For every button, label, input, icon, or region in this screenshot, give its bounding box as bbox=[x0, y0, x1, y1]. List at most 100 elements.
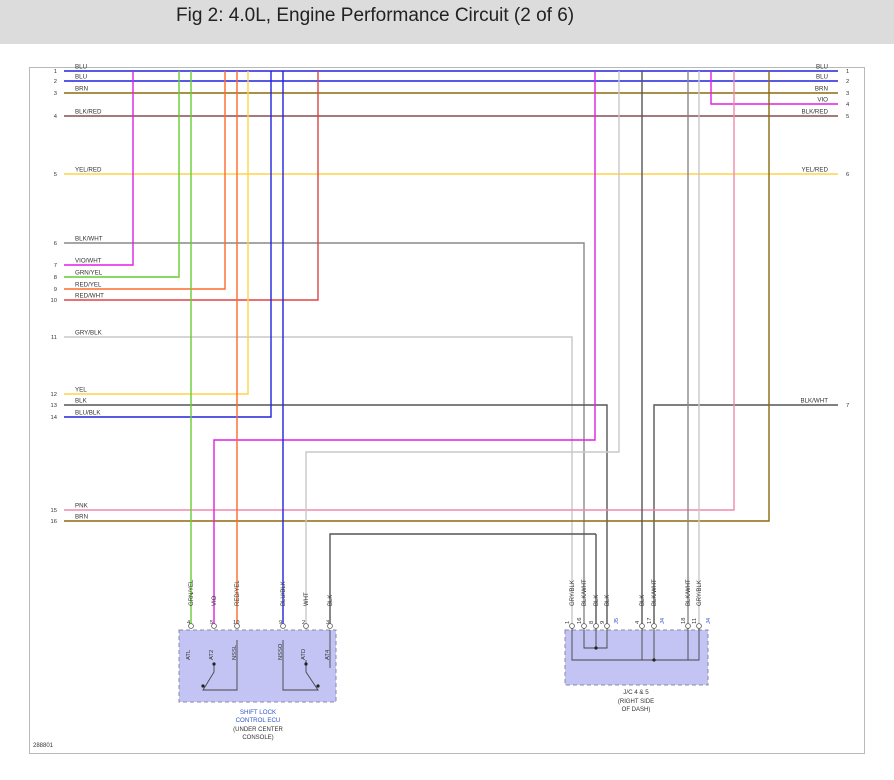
right-wire-number: 7 bbox=[846, 403, 849, 409]
connector-pin bbox=[327, 623, 333, 629]
jc-pin-wire-label: BLK/WHT bbox=[652, 579, 658, 606]
left-wire-number: 4 bbox=[54, 114, 58, 120]
left-wire-number: 1 bbox=[54, 69, 57, 75]
left-wire-label: RED/WHT bbox=[75, 293, 104, 300]
left-wire-label: BLU bbox=[75, 74, 87, 81]
left-wire-number: 16 bbox=[51, 519, 57, 525]
drop-vio bbox=[213, 71, 596, 626]
jc-pin-number: 1 bbox=[565, 621, 571, 624]
connector-pin bbox=[303, 623, 309, 629]
figure-title: Fig 2: 4.0L, Engine Performance Circuit … bbox=[176, 5, 575, 26]
ecu-pin-number: 10 bbox=[233, 620, 239, 626]
ecu-pin-number: 9 bbox=[279, 620, 282, 626]
left-wire-label: RED/YEL bbox=[75, 282, 102, 289]
ecu-pin-wire-label: GRN/YEL bbox=[189, 579, 195, 606]
right-wire-label: VIO bbox=[817, 97, 828, 104]
left-wire-number: 14 bbox=[51, 415, 58, 421]
ecu-pin-wire-label: VIO bbox=[212, 595, 218, 606]
connector-pin bbox=[188, 623, 194, 629]
right-wire-label: BLK/WHT bbox=[800, 398, 828, 405]
wire-blk bbox=[64, 404, 608, 626]
left-wire-number: 7 bbox=[54, 263, 57, 269]
left-wire-number: 9 bbox=[54, 287, 57, 293]
left-wire-label: BLK/RED bbox=[75, 109, 102, 116]
jc-connector-id: J5 bbox=[614, 618, 620, 624]
right-wire-number: 3 bbox=[846, 91, 849, 97]
wire-gryblk bbox=[64, 336, 573, 626]
connector-pin bbox=[211, 623, 217, 629]
right-wire-number: 5 bbox=[846, 114, 849, 120]
ecu-pin-wire-label: RED/YEL bbox=[235, 580, 241, 606]
left-wire-number: 6 bbox=[54, 241, 57, 247]
left-wire-label: YEL bbox=[75, 387, 87, 394]
connector-pin bbox=[280, 623, 286, 629]
jc-pin-number: 11 bbox=[692, 618, 698, 624]
ecu-internal-switch-left bbox=[202, 640, 238, 691]
left-wire-label: BLU bbox=[75, 64, 87, 71]
figure-id: 288801 bbox=[33, 743, 54, 749]
left-wire-number: 13 bbox=[51, 403, 57, 409]
left-wire-label: YEL/RED bbox=[75, 167, 102, 174]
left-wire-number: 15 bbox=[51, 508, 57, 514]
ecu-pin-wire-label: BLU/BLK bbox=[281, 581, 287, 606]
left-wire-label: VIO/WHT bbox=[75, 258, 102, 265]
left-wire-label: BRN bbox=[75, 514, 88, 521]
jc-pin-wire-label: BLK bbox=[594, 595, 600, 606]
right-wire-label: BLK/RED bbox=[802, 109, 829, 116]
jc-splice-node bbox=[652, 658, 656, 662]
right-wire-vio bbox=[710, 71, 838, 105]
title-bar: Fig 2: 4.0L, Engine Performance Circuit … bbox=[0, 0, 894, 44]
jc-pin-wire-label: BLK/WHT bbox=[686, 579, 692, 606]
right-wire-label: BLU bbox=[816, 64, 828, 71]
jc-pin-wire-label: GRY/BLK bbox=[570, 580, 576, 606]
ecu-pin-wire-label: WHT bbox=[304, 592, 310, 606]
left-wire-label: PNK bbox=[75, 503, 89, 510]
ecu-pin-wire-label: BLK bbox=[328, 595, 334, 606]
ecu-pin-number: 2 bbox=[302, 620, 305, 626]
jc-pin-number: 18 bbox=[681, 618, 687, 624]
left-wire-label: GRY/BLK bbox=[75, 330, 103, 337]
wire-viowht bbox=[64, 71, 134, 266]
jc-pin-number: 16 bbox=[577, 618, 583, 624]
shift-lock-location: CONSOLE) bbox=[242, 735, 273, 741]
wire-redyel bbox=[64, 71, 226, 290]
jc-label: OF DASH) bbox=[622, 707, 651, 713]
jc-pin-wire-label: GRY/BLK bbox=[697, 580, 703, 606]
shift-lock-label: SHIFT LOCK bbox=[240, 709, 277, 716]
jc-pin-wire-label: BLK/WHT bbox=[582, 579, 588, 606]
left-wire-number: 8 bbox=[54, 275, 57, 281]
left-wire-label: BRN bbox=[75, 86, 88, 93]
right-wire-blkwht bbox=[653, 404, 838, 626]
right-wire-number: 2 bbox=[846, 79, 849, 85]
shift-lock-location: (UNDER CENTER bbox=[233, 727, 283, 733]
jc-splice-node bbox=[594, 646, 598, 650]
shift-lock-ecu-box bbox=[178, 629, 337, 703]
jc-pin-wire-label: BLK bbox=[640, 595, 646, 606]
right-wire-label: BRN bbox=[815, 86, 828, 93]
wire-redwht bbox=[64, 71, 319, 301]
jc-pin-number: 17 bbox=[647, 618, 653, 624]
right-wire-label: BLU bbox=[816, 74, 828, 81]
left-wire-number: 3 bbox=[54, 91, 57, 97]
jc-box bbox=[564, 629, 709, 686]
jc-connector-id: J4 bbox=[706, 617, 712, 624]
ecu-terminal-label: AT4 bbox=[325, 649, 331, 660]
jc-pin-wire-label: BLK bbox=[605, 595, 611, 606]
ecu-terminal-label: ATD bbox=[301, 649, 307, 660]
jc-pin-number: 9 bbox=[600, 621, 606, 624]
ecu-pin-number: 5 bbox=[210, 620, 213, 626]
ecu-terminal-label: NSSO bbox=[278, 643, 284, 660]
ecu-switch-node bbox=[212, 662, 216, 666]
jc-internal-bus-1 bbox=[571, 628, 700, 661]
left-wire-label: BLU/BLK bbox=[75, 410, 101, 417]
left-wire-number: 10 bbox=[51, 298, 57, 304]
left-wire-label: BLK/WHT bbox=[75, 236, 103, 243]
ecu-internal-switch-right bbox=[282, 640, 319, 691]
jc-pin-number: 4 bbox=[635, 620, 641, 624]
left-wire-number: 12 bbox=[51, 392, 57, 398]
right-wire-number: 6 bbox=[846, 172, 849, 178]
ecu-pin-number: 3 bbox=[326, 620, 329, 626]
wire-brn bbox=[64, 71, 770, 522]
right-wire-label: YEL/RED bbox=[802, 167, 829, 174]
